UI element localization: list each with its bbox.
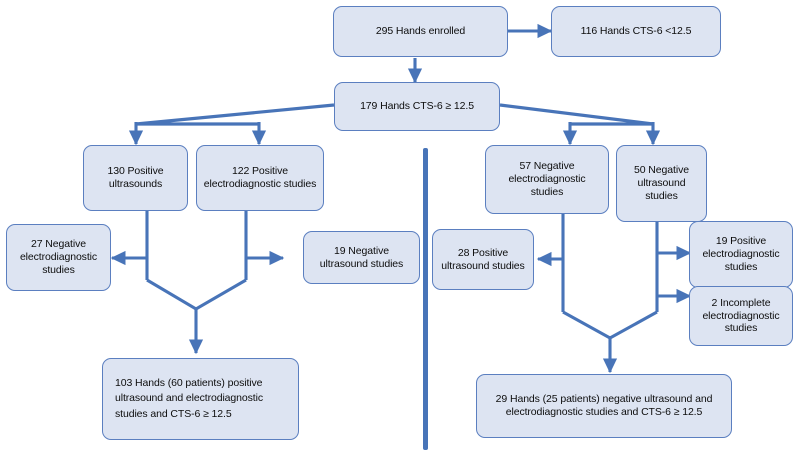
node-positive-ultrasounds[interactable]: 130 Positive ultrasounds: [83, 145, 188, 211]
node-negative-electrodiagnostic-27[interactable]: 27 Negative electrodiagnostic studies: [6, 224, 111, 291]
edge-right-merge-v: [562, 310, 658, 340]
node-positive-ultrasound-28[interactable]: 28 Positive ultrasound studies: [432, 229, 534, 290]
node-positive-electrodiagnostic-19[interactable]: 19 Positive electrodiagnostic studies: [689, 221, 793, 288]
edge-included-to-right-bus: [499, 103, 654, 126]
node-negative-ultrasound-50[interactable]: 50 Negative ultrasound studies: [616, 145, 707, 222]
node-negative-ultrasound-19[interactable]: 19 Negative ultrasound studies: [303, 231, 420, 284]
node-result-positive[interactable]: 103 Hands (60 patients) positive ultraso…: [102, 358, 299, 440]
node-result-negative[interactable]: 29 Hands (25 patients) negative ultrasou…: [476, 374, 732, 438]
node-included-cts6[interactable]: 179 Hands CTS-6 ≥ 12.5: [334, 82, 500, 131]
node-excluded-low-cts6[interactable]: 116 Hands CTS-6 <12.5: [551, 6, 721, 57]
node-positive-electrodiagnostic[interactable]: 122 Positive electrodiagnostic studies: [196, 145, 324, 211]
node-enrolled[interactable]: 295 Hands enrolled: [333, 6, 508, 57]
node-incomplete-electrodiagnostic-2[interactable]: 2 Incomplete electrodiagnostic studies: [689, 286, 793, 346]
node-negative-electrodiagnostic-57[interactable]: 57 Negative electrodiagnostic studies: [485, 145, 609, 214]
vertical-separator: [423, 148, 428, 450]
edge-left-merge-v: [146, 278, 247, 311]
edge-included-to-left-bus: [135, 103, 335, 126]
